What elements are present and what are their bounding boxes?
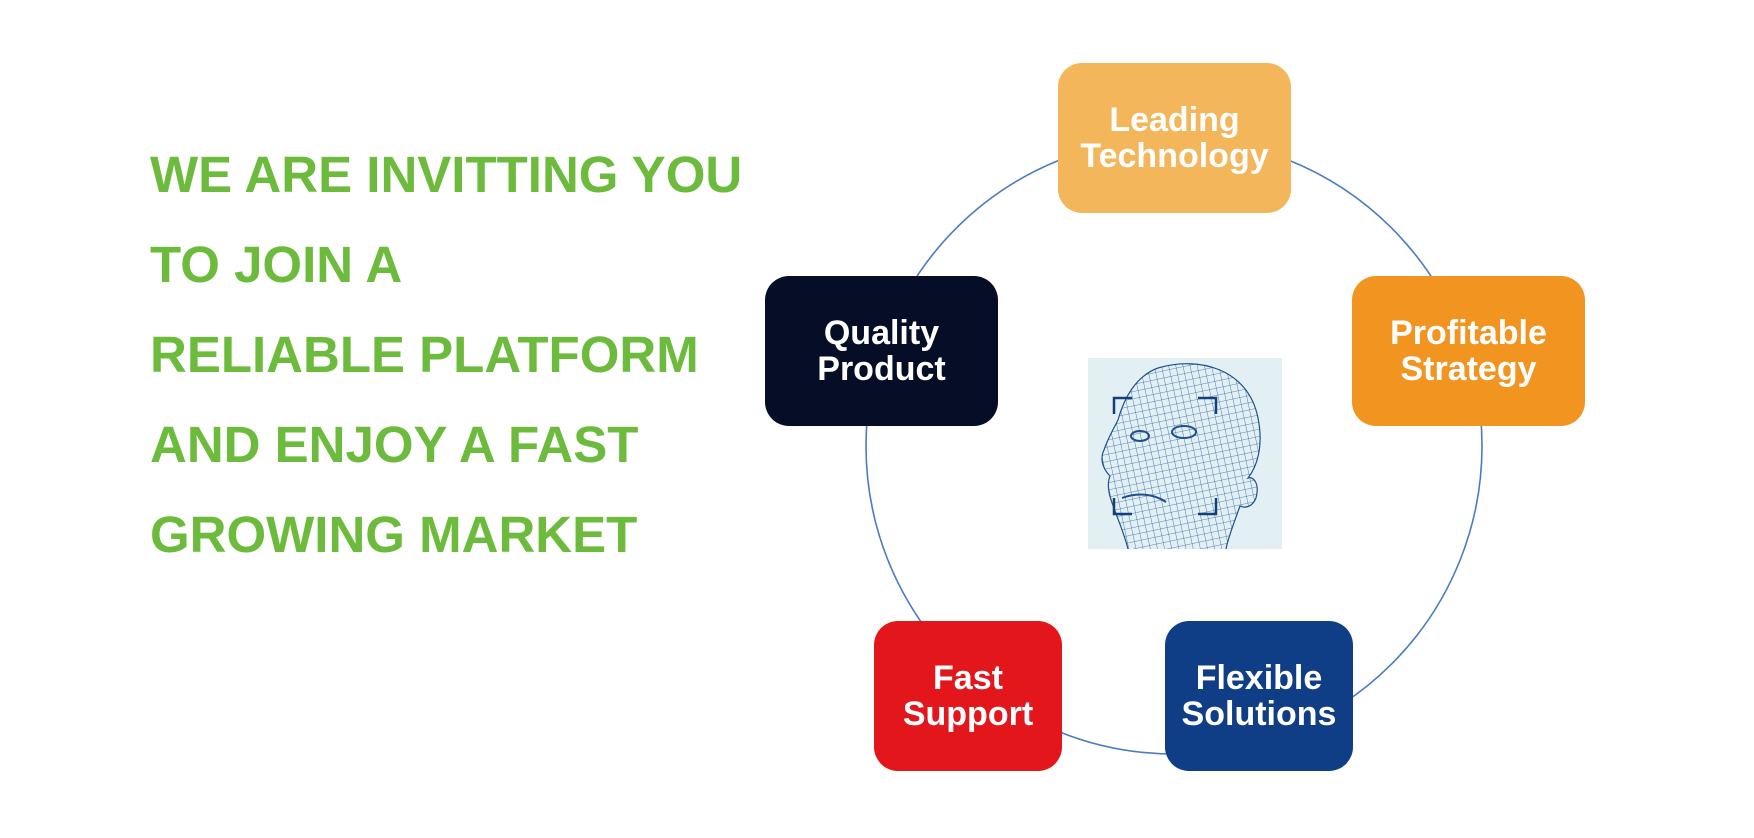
- headline-line: AND ENJOY A FAST: [150, 416, 639, 473]
- headline-line: WE ARE INVITTING YOU: [150, 146, 743, 203]
- face-recognition-image: [1088, 358, 1282, 549]
- node-label-line1: Fast: [933, 659, 1003, 697]
- headline: WE ARE INVITTING YOU TO JOIN A RELIABLE …: [150, 130, 742, 580]
- node-label-line2: Strategy: [1400, 350, 1537, 388]
- node-label-line1: Leading: [1109, 101, 1240, 139]
- node-label-line1: Quality: [823, 314, 940, 352]
- node-label-line1: Flexible: [1195, 659, 1323, 697]
- node-label-line1: Profitable: [1390, 314, 1547, 352]
- node-label-line2: Product: [817, 350, 946, 388]
- node-label-line2: Support: [902, 695, 1034, 733]
- wireframe-face-icon: [1101, 363, 1261, 549]
- headline-line: GROWING MARKET: [150, 506, 638, 563]
- node-label-line2: Technology: [1080, 137, 1269, 175]
- node-label-line2: Solutions: [1181, 695, 1337, 733]
- headline-line: RELIABLE PLATFORM: [150, 326, 699, 383]
- headline-line: TO JOIN A: [150, 236, 403, 293]
